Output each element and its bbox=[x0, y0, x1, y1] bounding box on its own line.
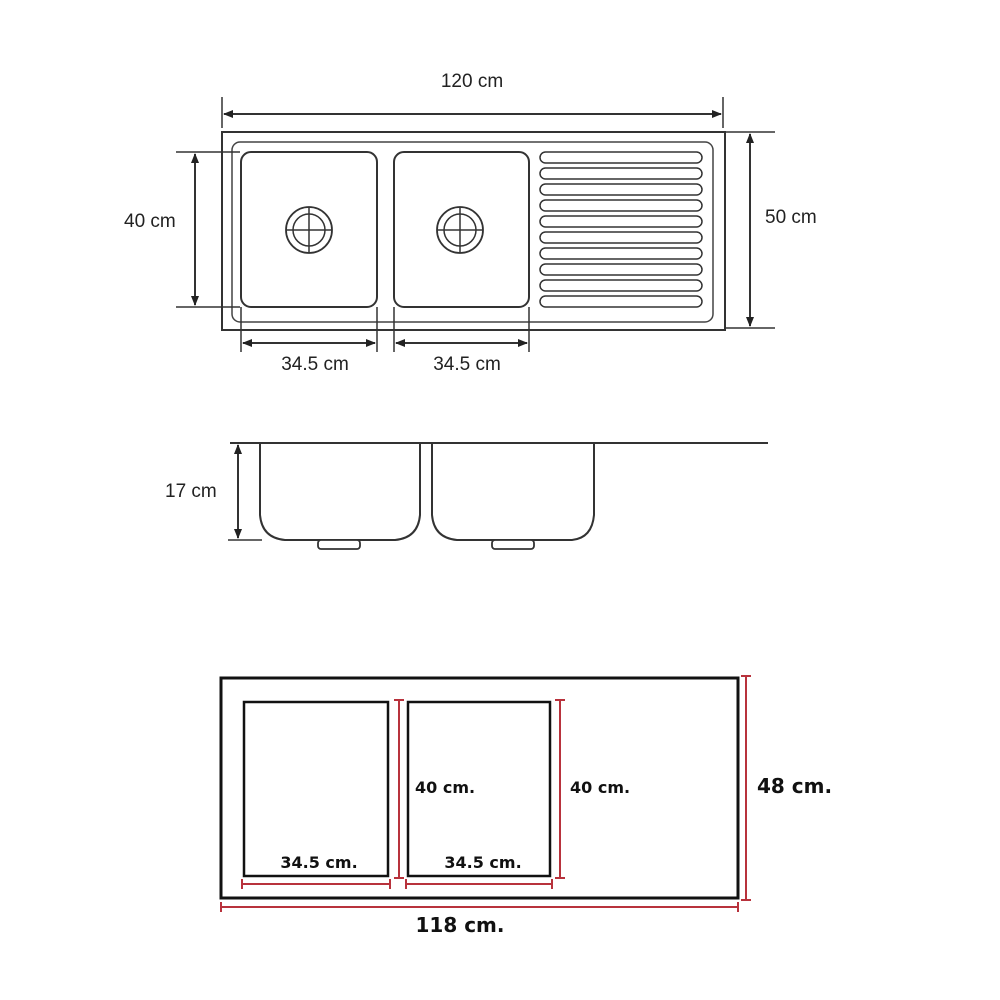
bowl-depth-label: 40 cm bbox=[124, 211, 176, 232]
left-cutout-depth-label: 40 cm. bbox=[415, 778, 475, 797]
cutout-view: 34.5 cm. 34.5 cm. 40 cm. 40 cm. 48 cm. 1… bbox=[219, 675, 832, 937]
left-bowl-profile bbox=[259, 443, 421, 541]
cutout-overall-depth-label: 48 cm. bbox=[757, 774, 832, 798]
right-bowl-profile bbox=[431, 443, 595, 541]
right-cutout-width-label: 34.5 cm. bbox=[444, 853, 521, 872]
side-view: 17 cm bbox=[165, 442, 768, 550]
sink-inner-rim bbox=[231, 141, 714, 323]
overall-depth-label: 50 cm bbox=[765, 207, 817, 228]
left-drain-outlet bbox=[317, 539, 361, 550]
left-cutout-width-label: 34.5 cm. bbox=[280, 853, 357, 872]
drainboard bbox=[539, 151, 703, 308]
right-bowl-width-label: 34.5 cm bbox=[433, 354, 501, 375]
bowl-height-label: 17 cm bbox=[165, 481, 217, 502]
right-cutout-depth-label: 40 cm. bbox=[570, 778, 630, 797]
right-drain-icon bbox=[436, 206, 484, 254]
right-drain-outlet bbox=[491, 539, 535, 550]
left-bowl-width-label: 34.5 cm bbox=[281, 354, 349, 375]
left-cutout bbox=[242, 700, 390, 878]
top-view: 120 cm bbox=[124, 71, 817, 375]
cutout-overall-width-label: 118 cm. bbox=[415, 913, 504, 937]
left-drain-icon bbox=[285, 206, 333, 254]
cutout-dimension-lines bbox=[220, 675, 751, 912]
overall-width-label: 120 cm bbox=[441, 71, 503, 92]
right-cutout bbox=[406, 700, 552, 878]
